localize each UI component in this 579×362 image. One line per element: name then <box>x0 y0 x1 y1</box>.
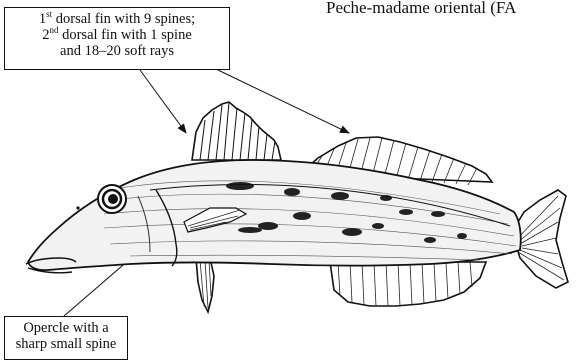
anal-fin <box>330 262 486 306</box>
nostril <box>76 206 79 209</box>
arrow-first-dorsal <box>140 70 186 133</box>
pupil <box>108 194 118 204</box>
